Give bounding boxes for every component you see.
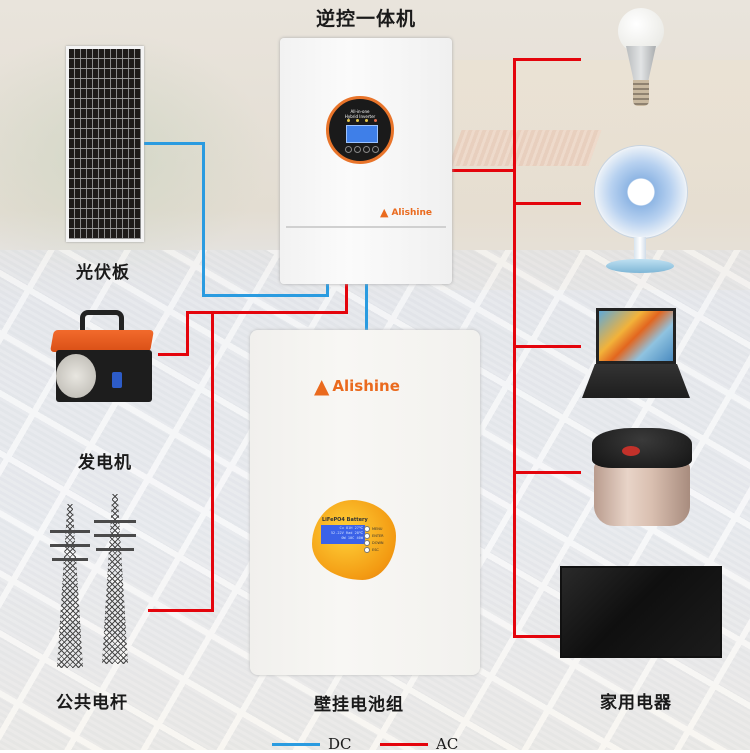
- ac-bus-vertical: [513, 58, 516, 638]
- battery-key-esc: ESC: [364, 547, 384, 553]
- dc-wire-battery: [365, 283, 368, 331]
- dc-swatch: [272, 742, 320, 746]
- battery-key-menu: MENU: [364, 526, 384, 532]
- ac-branch-cooker: [513, 471, 581, 474]
- inverter-brand-text: Alishine: [391, 207, 432, 218]
- utility-pylon-icon: [50, 494, 150, 670]
- inverter-control-panel: All-in-one Hybrid Inverter: [326, 96, 394, 164]
- battery-lcd-line: 0W 10C 40W: [341, 536, 363, 540]
- background-roof: [448, 130, 602, 166]
- ac-branch-laptop: [513, 345, 581, 348]
- wall-battery: ▲ Alishine LiFePO4 Battery Cu 81H 27℃ 52…: [250, 330, 480, 675]
- solar-cells: [69, 49, 141, 239]
- inverter-brand: ▲ Alishine: [380, 206, 432, 219]
- dc-wire-solar-h2: [202, 294, 329, 297]
- ac-branch-bulb: [513, 58, 581, 61]
- legend-dc-label: DC: [328, 735, 352, 753]
- battery-key-label: ESC: [372, 548, 379, 552]
- inverter-title-line1: All-in-one: [350, 109, 370, 114]
- alishine-logo-icon: ▲: [314, 374, 330, 398]
- inverter-panel-seam: [286, 226, 446, 228]
- ac-wire-input-h1: [186, 311, 348, 314]
- ac-wire-input-v1: [345, 283, 348, 314]
- inverter-title: 逆控一体机: [316, 8, 417, 30]
- battery-key-label: MENU: [372, 527, 383, 531]
- ac-wire-generator-h: [158, 353, 189, 356]
- inverter-title-line2: Hybrid Inverter: [344, 114, 376, 119]
- ac-branch-fan: [513, 202, 581, 205]
- rice-cooker-icon: [590, 428, 694, 530]
- appliances-label: 家用电器: [600, 693, 672, 713]
- battery-key-enter: ENTER: [364, 533, 384, 539]
- battery-lcd-line: Cu 81H 27℃: [339, 526, 363, 530]
- solar-panel: [66, 46, 144, 242]
- ac-wire-output: [452, 169, 516, 172]
- alishine-logo-icon: ▲: [380, 206, 389, 219]
- battery-key-label: ENTER: [372, 534, 384, 538]
- ac-wire-grid-h: [148, 609, 214, 612]
- inverter-buttons: [345, 146, 379, 153]
- television-icon: [560, 566, 722, 658]
- laptop-icon: [582, 306, 690, 398]
- desk-fan-icon: [592, 145, 692, 275]
- legend-ac-label: AC: [436, 735, 459, 753]
- solar-panel-label: 光伏板: [76, 263, 130, 283]
- dc-wire-solar-v2: [326, 283, 329, 297]
- ac-branch-tv: [513, 635, 561, 638]
- hybrid-inverter: All-in-one Hybrid Inverter ▲ Alishine: [280, 38, 452, 284]
- battery-display-panel: LiFePO4 Battery Cu 81H 27℃ 52.22V Rad 28…: [312, 500, 396, 580]
- battery-lcd-line: 52.22V Rad 28℃: [330, 531, 363, 535]
- utility-grid-label: 公共电杆: [56, 693, 128, 713]
- battery-key-down: DOWN: [364, 540, 384, 546]
- ac-wire-generator-v: [186, 311, 189, 356]
- battery-keys: MENU ENTER DOWN ESC: [364, 526, 384, 553]
- legend-dc: DC: [272, 735, 352, 753]
- inverter-status-leds: [347, 119, 377, 122]
- battery-brand: ▲ Alishine: [314, 374, 400, 398]
- generator-label: 发电机: [78, 453, 132, 473]
- inverter-display-title: All-in-one Hybrid Inverter: [329, 109, 391, 119]
- battery-panel-title: LiFePO4 Battery: [322, 517, 368, 523]
- dc-wire-solar-v1: [202, 142, 205, 297]
- battery-lcd: Cu 81H 27℃ 52.22V Rad 28℃ 0W 10C 40W: [321, 525, 365, 544]
- battery-label: 壁挂电池组: [314, 695, 404, 715]
- dc-wire-solar-h1: [141, 142, 205, 145]
- generator-icon: [42, 302, 160, 410]
- ac-swatch: [380, 742, 428, 746]
- legend-ac: AC: [380, 735, 458, 753]
- battery-key-label: DOWN: [372, 541, 384, 545]
- ac-wire-grid-v: [211, 311, 214, 612]
- light-bulb-icon: [618, 8, 664, 112]
- battery-brand-text: Alishine: [332, 377, 400, 395]
- inverter-lcd: [346, 125, 378, 143]
